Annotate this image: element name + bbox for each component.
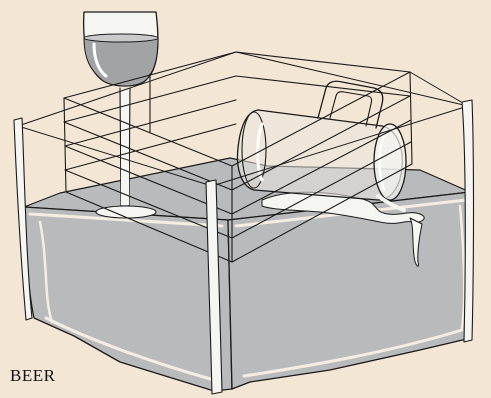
wine-glass-liquid-surface (83, 33, 159, 43)
tablecloth-left-edge-highlight (28, 212, 224, 228)
beer-mug-highlight-2 (378, 134, 386, 192)
tablecloth-right-fold-2 (458, 204, 466, 330)
tablecloth-left-skirt (23, 206, 233, 392)
beer-mug-handle (317, 80, 384, 129)
post-right (461, 99, 475, 343)
beer-pour-stream (376, 194, 406, 212)
wine-glass-stem-fill (121, 90, 129, 205)
post-left (13, 117, 33, 321)
wine-glass-foot (95, 205, 157, 219)
tablecloth-right-fold (242, 328, 464, 378)
beer-mug-handle-inner (329, 91, 373, 127)
tablecloth-left-fold-2 (44, 316, 216, 382)
wire-cage (63, 51, 413, 263)
spilled-beer-drip (409, 217, 423, 267)
wine-glass-stem (119, 87, 131, 207)
wine-glass-highlight (92, 42, 108, 78)
tablecloth-left-fold (38, 220, 54, 324)
beer-mug-bottom (241, 111, 267, 189)
caption-label: BEER (10, 366, 56, 385)
wire-ropes (17, 51, 469, 187)
post-front (205, 179, 223, 395)
